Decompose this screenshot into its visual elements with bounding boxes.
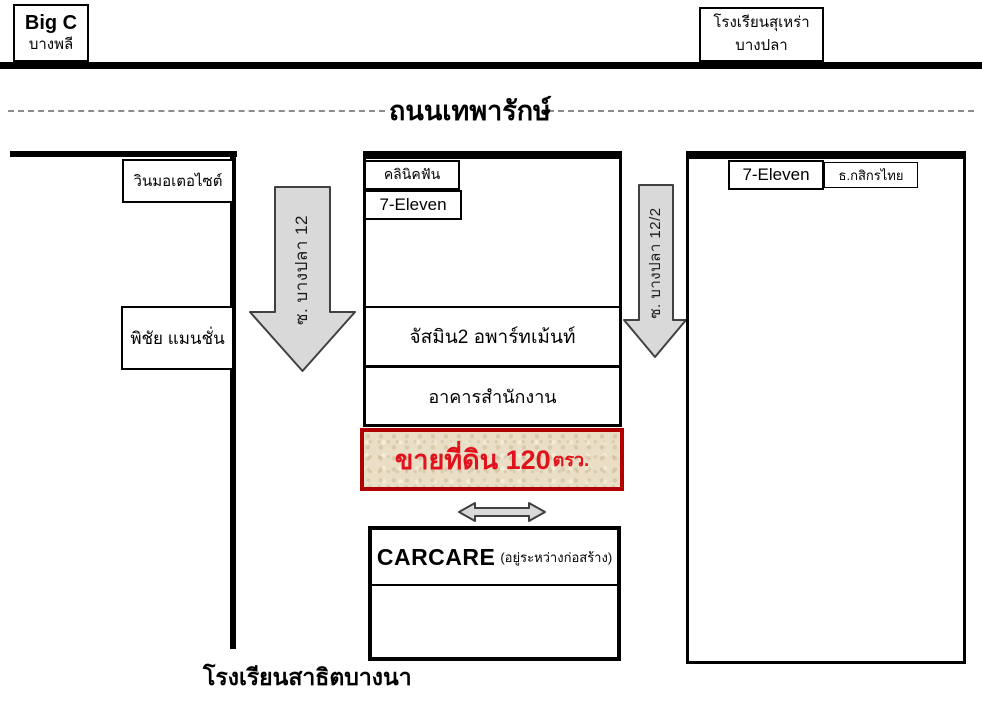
dental-clinic-box: คลินิคฟัน bbox=[366, 160, 460, 190]
land-for-sale-unit: ตรว. bbox=[552, 450, 590, 470]
soi-bangpla-12-2-arrow-icon bbox=[623, 184, 687, 358]
bigc-landmark-box: Big C บางพลี bbox=[13, 4, 89, 62]
main-road-label: ถนนเทพารักษ์ bbox=[389, 96, 551, 126]
seven-eleven-mid-label: 7-Eleven bbox=[379, 195, 447, 214]
jasmine-apartment-label: จัสมิน2 อพาร์ทเม้นท์ bbox=[409, 326, 576, 348]
carcare-name: CARCARE bbox=[376, 543, 496, 570]
soi-bangpla-12-label: ซ. บางปลา 12 bbox=[292, 215, 311, 326]
soi-bangpla-12-2-label: ซ. บางปลา 12/2 bbox=[647, 207, 664, 319]
land-for-sale-label: ขายที่ดิน 120 bbox=[394, 445, 551, 475]
satit-school-label: โรงเรียนสาธิตบางนา bbox=[203, 664, 412, 690]
road-dash-right bbox=[548, 110, 974, 112]
pichai-mansion-label: พิชัย แมนชั่น bbox=[130, 328, 225, 348]
pichai-mansion-box: พิชัย แมนชั่น bbox=[121, 306, 234, 370]
kasikorn-bank-box: ธ.กสิกรไทย bbox=[824, 162, 918, 188]
soi-bangpla-12-arrow-icon bbox=[249, 186, 356, 372]
surao-school-name: โรงเรียนสุเหร่า bbox=[713, 14, 810, 31]
carcare-header: CARCARE (อยู่ระหว่างก่อสร้าง) bbox=[372, 530, 617, 586]
office-building-box: อาคารสำนักงาน bbox=[366, 369, 619, 424]
land-for-sale-box: ขายที่ดิน 120 ตรว. bbox=[360, 428, 624, 491]
top-boundary-line bbox=[0, 62, 982, 69]
motorcycle-taxi-box: วินมอเตอไซต์ bbox=[122, 159, 234, 203]
bigc-area: บางพลี bbox=[28, 36, 74, 54]
surao-school-area: บางปลา bbox=[735, 36, 788, 54]
dental-clinic-label: คลินิคฟัน bbox=[383, 166, 441, 182]
down-arrow-icon bbox=[623, 184, 687, 358]
down-arrow-icon bbox=[249, 186, 356, 372]
gap-double-arrow-icon bbox=[458, 502, 546, 522]
double-arrow-icon bbox=[458, 502, 546, 522]
left-road-edge-vertical bbox=[230, 151, 236, 649]
kasikorn-bank-label: ธ.กสิกรไทย bbox=[838, 167, 904, 183]
seven-eleven-right-box: 7-Eleven bbox=[728, 160, 824, 190]
left-road-edge-horizontal bbox=[10, 151, 237, 157]
right-building-block: 7-Eleven ธ.กสิกรไทย bbox=[686, 151, 966, 664]
bigc-name: Big C bbox=[24, 12, 78, 35]
seven-eleven-right-label: 7-Eleven bbox=[742, 165, 810, 184]
motorcycle-taxi-label: วินมอเตอไซต์ bbox=[133, 173, 223, 190]
carcare-box: CARCARE (อยู่ระหว่างก่อสร้าง) bbox=[368, 526, 621, 661]
seven-eleven-mid-box: 7-Eleven bbox=[366, 190, 462, 220]
road-dash-left bbox=[8, 110, 385, 112]
surao-school-box: โรงเรียนสุเหร่า บางปลา bbox=[699, 7, 824, 62]
middle-building-block: คลินิคฟัน 7-Eleven จัสมิน2 อพาร์ทเม้นท์ … bbox=[363, 151, 622, 427]
carcare-note: (อยู่ระหว่างก่อสร้าง) bbox=[500, 549, 613, 565]
jasmine-apartment-box: จัสมิน2 อพาร์ทเม้นท์ bbox=[366, 306, 619, 368]
office-building-label: อาคารสำนักงาน bbox=[428, 387, 557, 407]
